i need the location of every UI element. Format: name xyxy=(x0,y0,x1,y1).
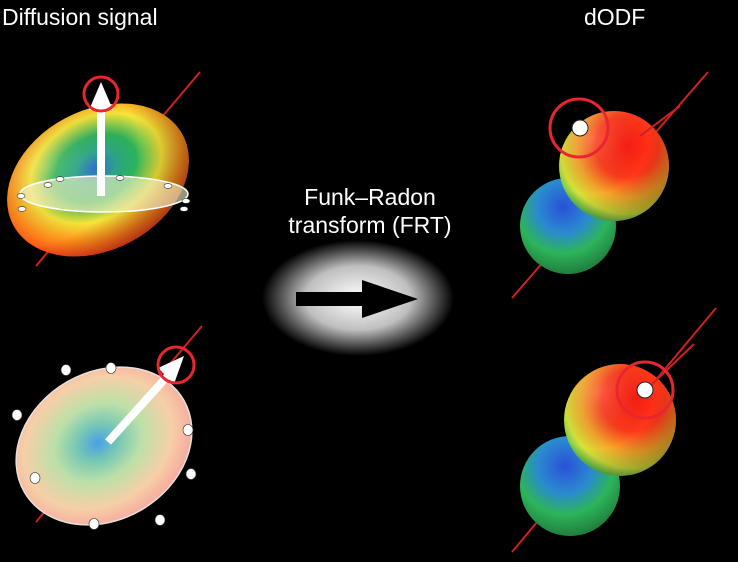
sample-point xyxy=(43,182,53,188)
highlight-circle xyxy=(156,345,196,385)
transform-label-line-2: transform (FRT) xyxy=(288,212,452,238)
highlight-circle xyxy=(82,75,120,113)
highlight-circle xyxy=(615,360,675,420)
upper-lobe-shading xyxy=(559,111,669,221)
sample-point xyxy=(115,175,125,181)
sample-point xyxy=(16,193,26,199)
sample-point xyxy=(181,198,191,204)
sample-point xyxy=(185,468,197,480)
diagonal-arrow-icon xyxy=(105,356,184,445)
dodf-glyph-top xyxy=(511,71,709,299)
diffusion-signal-ellipsoid-3d xyxy=(7,71,201,267)
sample-point xyxy=(182,424,194,436)
sample-point xyxy=(88,518,100,530)
transform-arrow-group xyxy=(262,240,454,356)
sample-point xyxy=(105,362,117,374)
sample-point xyxy=(29,472,41,484)
up-arrow-icon xyxy=(89,82,113,196)
sample-point xyxy=(17,206,27,212)
diffusion-signal-ellipse-2d xyxy=(11,325,203,530)
sample-point xyxy=(55,176,65,182)
sample-point xyxy=(154,514,166,526)
sample-point xyxy=(11,409,23,421)
highlight-circle xyxy=(548,97,610,159)
sample-point-markers xyxy=(11,362,197,530)
white-dot-icon xyxy=(636,381,654,399)
right-arrow-icon xyxy=(296,280,418,318)
white-dot-icon xyxy=(571,119,589,137)
ellipse-body xyxy=(15,366,193,526)
sample-point-markers xyxy=(16,175,191,212)
dodf-glyph-bottom xyxy=(511,307,717,553)
sample-point xyxy=(163,183,173,189)
transform-label-line-1: Funk–Radon xyxy=(304,184,436,210)
sample-point xyxy=(60,364,72,376)
sample-point xyxy=(179,206,189,212)
dodf-title: dODF xyxy=(584,4,646,30)
diffusion-signal-title: Diffusion signal xyxy=(2,4,158,30)
